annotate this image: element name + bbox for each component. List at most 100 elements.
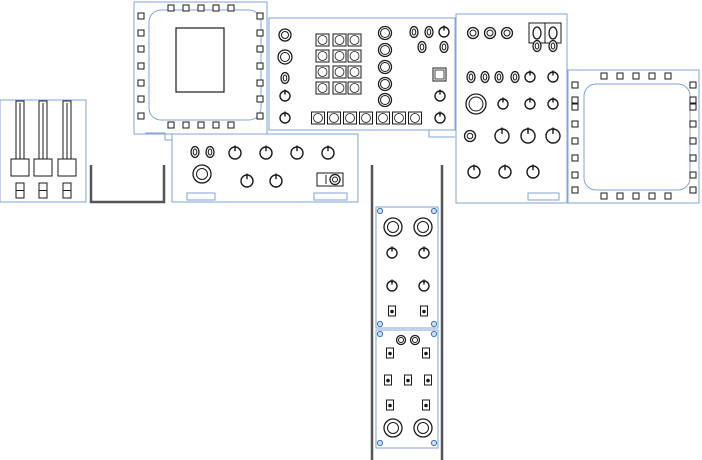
bezel-button-icon[interactable]: [137, 29, 145, 37]
toggle-switch-icon[interactable]: [404, 374, 412, 386]
guarded-switch[interactable]: [528, 22, 546, 44]
bezel-button-icon[interactable]: [137, 112, 145, 120]
bezel-button-icon[interactable]: [689, 120, 697, 128]
toggle-switch-icon[interactable]: [532, 39, 542, 53]
bezel-button-icon[interactable]: [632, 192, 640, 200]
bezel-button-icon[interactable]: [197, 4, 205, 12]
bezel-button-icon[interactable]: [256, 112, 264, 120]
bezel-button-icon[interactable]: [689, 96, 697, 104]
rotary-knob-icon[interactable]: [520, 127, 536, 144]
rotary-knob-icon[interactable]: [259, 145, 273, 160]
ufc-keypad-key[interactable]: [315, 49, 330, 63]
throttle-lever[interactable]: [57, 100, 77, 199]
bezel-button-icon[interactable]: [571, 103, 579, 111]
toggle-switch-icon[interactable]: [388, 305, 396, 317]
bezel-button-icon[interactable]: [137, 12, 145, 20]
bezel-button-icon[interactable]: [616, 72, 624, 80]
ufc-keypad-key[interactable]: [332, 33, 347, 47]
throttle-lever[interactable]: [33, 100, 53, 199]
ufc-function-key[interactable]: [359, 111, 373, 125]
ufc-keypad-key[interactable]: [332, 49, 347, 63]
rotary-knob-icon[interactable]: [418, 279, 430, 292]
bezel-button-icon[interactable]: [689, 186, 697, 194]
bezel-button-icon[interactable]: [227, 121, 235, 129]
ufc-keypad-key[interactable]: [332, 81, 347, 95]
ufc-function-key[interactable]: [376, 111, 390, 125]
rotary-knob-icon[interactable]: [413, 418, 433, 438]
ufc-keypad-key[interactable]: [347, 49, 362, 63]
ufc-function-key[interactable]: [343, 111, 357, 125]
rotary-knob-icon[interactable]: [395, 334, 407, 346]
rotary-knob-icon[interactable]: [524, 97, 536, 110]
bezel-button-icon[interactable]: [648, 72, 656, 80]
ufc-keypad-key[interactable]: [347, 65, 362, 79]
bezel-button-icon[interactable]: [571, 137, 579, 145]
toggle-switch-icon[interactable]: [280, 71, 290, 85]
rotary-knob-icon[interactable]: [377, 59, 393, 75]
selector-switch[interactable]: [316, 172, 344, 187]
rotary-knob-icon[interactable]: [377, 42, 393, 58]
rotary-knob-icon[interactable]: [383, 418, 403, 438]
toggle-switch-icon[interactable]: [190, 145, 200, 159]
rotary-knob-icon[interactable]: [547, 97, 559, 110]
rotary-knob-icon[interactable]: [463, 129, 477, 143]
bezel-button-icon[interactable]: [648, 192, 656, 200]
bezel-button-icon[interactable]: [689, 171, 697, 179]
bezel-button-icon[interactable]: [664, 192, 672, 200]
ufc-mode-button[interactable]: [432, 67, 447, 82]
bezel-button-icon[interactable]: [256, 95, 264, 103]
rotary-knob-icon[interactable]: [279, 111, 291, 124]
toggle-switch-icon[interactable]: [417, 40, 427, 54]
bezel-button-icon[interactable]: [167, 4, 175, 12]
toggle-switch-icon[interactable]: [422, 399, 430, 411]
bezel-button-icon[interactable]: [571, 186, 579, 194]
rotary-knob-icon[interactable]: [466, 26, 480, 40]
toggle-switch-icon[interactable]: [420, 305, 428, 317]
rotary-knob-icon[interactable]: [438, 25, 450, 38]
ufc-function-key[interactable]: [408, 111, 422, 125]
throttle-lever[interactable]: [10, 100, 30, 199]
rotary-knob-icon[interactable]: [413, 217, 433, 237]
rotary-knob-icon[interactable]: [434, 89, 446, 102]
toggle-switch-icon[interactable]: [409, 25, 419, 39]
bezel-button-icon[interactable]: [571, 120, 579, 128]
ufc-keypad-key[interactable]: [347, 33, 362, 47]
rotary-knob-icon[interactable]: [278, 28, 292, 42]
rotary-knob-icon[interactable]: [524, 70, 536, 83]
rotary-knob-icon[interactable]: [377, 92, 393, 108]
toggle-switch-icon[interactable]: [386, 347, 394, 359]
rotary-knob-icon[interactable]: [547, 70, 559, 83]
rotary-knob-icon[interactable]: [377, 25, 393, 41]
bezel-button-icon[interactable]: [632, 72, 640, 80]
toggle-switch-icon[interactable]: [494, 70, 504, 84]
rotary-knob-icon[interactable]: [269, 173, 283, 188]
bezel-button-icon[interactable]: [212, 121, 220, 129]
bezel-button-icon[interactable]: [571, 171, 579, 179]
bezel-button-icon[interactable]: [256, 12, 264, 20]
rotary-knob-icon[interactable]: [497, 97, 509, 110]
ufc-keypad-key[interactable]: [315, 65, 330, 79]
guarded-switch[interactable]: [544, 22, 562, 44]
bezel-button-icon[interactable]: [167, 121, 175, 129]
bezel-button-icon[interactable]: [689, 154, 697, 162]
bezel-button-icon[interactable]: [571, 81, 579, 89]
rotary-knob-icon[interactable]: [465, 93, 487, 115]
rotary-knob-icon[interactable]: [290, 145, 304, 160]
rotary-knob-icon[interactable]: [279, 89, 291, 102]
rotary-knob-icon[interactable]: [526, 164, 540, 179]
toggle-switch-icon[interactable]: [205, 145, 215, 159]
toggle-switch-icon[interactable]: [510, 70, 520, 84]
rotary-knob-icon[interactable]: [377, 76, 393, 92]
bezel-button-icon[interactable]: [182, 4, 190, 12]
bezel-button-icon[interactable]: [571, 154, 579, 162]
rotary-knob-icon[interactable]: [277, 49, 293, 65]
rotary-knob-icon[interactable]: [321, 145, 335, 160]
rotary-knob-icon[interactable]: [494, 127, 510, 144]
bezel-button-icon[interactable]: [600, 192, 608, 200]
toggle-switch-icon[interactable]: [480, 70, 490, 84]
bezel-button-icon[interactable]: [256, 45, 264, 53]
bezel-button-icon[interactable]: [571, 96, 579, 104]
toggle-switch-icon[interactable]: [548, 39, 558, 53]
toggle-switch-icon[interactable]: [422, 347, 430, 359]
rotary-knob-icon[interactable]: [192, 164, 212, 184]
